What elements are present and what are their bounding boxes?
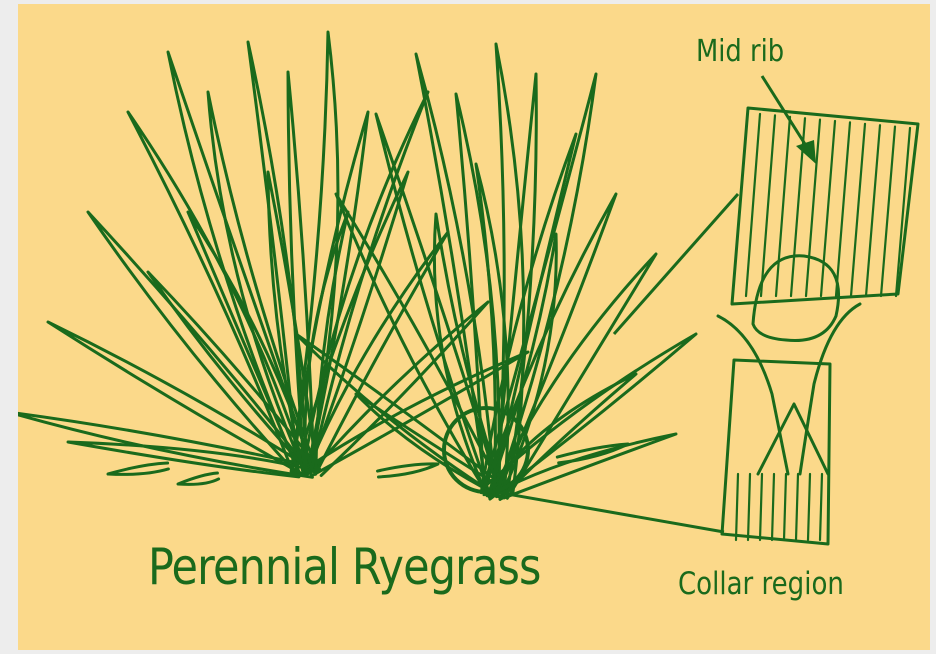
diagram-title: Perennial Ryegrass xyxy=(148,538,541,596)
leaf-collar-detail xyxy=(718,108,918,544)
mid-rib-label: Mid rib xyxy=(696,34,784,69)
collar-region-label: Collar region xyxy=(678,566,844,602)
midrib-arrow xyxy=(762,76,816,164)
diagram-panel: Mid rib Perennial Ryegrass Collar region xyxy=(18,4,930,650)
ryegrass-plant-illustration xyxy=(18,32,696,499)
